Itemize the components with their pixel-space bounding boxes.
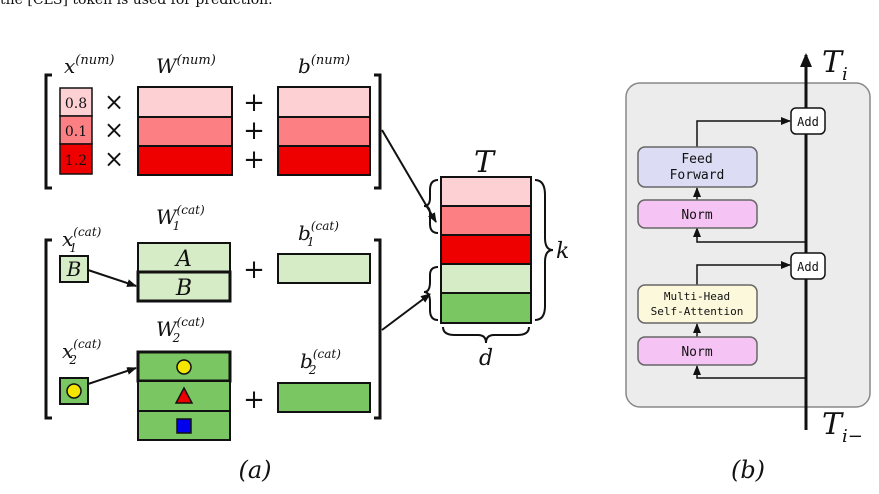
t-row [440,205,532,236]
x1-to-w1-arrow [87,269,137,287]
num-right-bracket [374,73,382,190]
stream-to-norm-arrow [693,227,806,243]
x1-cat-value-box [59,255,89,283]
x-num-value: 1.2 [65,153,87,169]
x2-cat-label: x(cat)2 [62,337,102,367]
t-left-brace-num [423,179,439,234]
ff-to-add-arrow [696,117,791,148]
b2-cat-row [277,382,371,413]
plus-sign: + [243,88,265,118]
output-label: Ti [822,45,848,85]
feed-forward-label: Feed [681,152,712,167]
add-label: Add [797,260,819,274]
x-num-value: 0.1 [65,124,87,140]
panel-b-caption: (b) [731,456,765,484]
mhsa-to-add-arrow [696,261,791,286]
plus-sign: + [243,385,265,415]
w1-cat-row-label: A [174,247,192,272]
d-label: d [479,346,493,371]
t-row [440,176,532,207]
b1-cat-label: b(cat)1 [298,219,339,249]
w1-cat-label: W(cat)1 [156,203,205,233]
mhsa-label: Multi-Head [664,290,730,303]
x-num-label: x(num) [64,53,115,78]
b-num-row [277,86,371,118]
t-label: T [474,145,496,180]
yellow-circle-icon [176,359,192,375]
b1-cat-row [277,253,371,284]
t-bottom-brace [442,326,530,344]
cat-right-bracket [374,238,382,420]
w-num-row [137,116,233,147]
cat-to-t-arrow [381,293,431,331]
x-num-value-box [59,143,93,175]
feed-forward-block [637,146,758,188]
input-label: Ti− [822,407,863,447]
add-node-bottom [790,252,826,280]
b2-cat-label: b(cat)2 [300,347,341,377]
add-node-top [790,107,826,135]
mhsa-block [637,284,758,324]
cat-left-bracket [44,238,52,420]
w1-cat-row-selected [136,270,232,303]
t-row [440,292,532,324]
plus-sign: + [243,255,265,285]
red-triangle-icon [174,386,194,404]
b-num-row [277,116,371,147]
norm-label: Norm [681,345,712,360]
w2-cat-row-selected [136,350,232,383]
k-label: k [556,239,569,264]
num-left-bracket [44,73,52,190]
w2-cat-label: W(cat)2 [156,315,205,345]
x1-cat-label: x(cat)1 [62,225,102,255]
x-num-value: 0.8 [65,96,87,112]
t-left-brace-cat [423,266,439,321]
plus-sign: + [243,145,265,175]
t-right-brace [534,179,554,321]
w-num-label: W(num) [156,53,216,78]
times-sign: × [104,88,124,116]
yellow-circle-icon [66,383,82,399]
norm-label: Norm [681,208,712,223]
t-row [440,263,532,294]
x2-to-w2-arrow [87,367,137,385]
times-sign: × [104,116,124,144]
w-num-row [137,145,233,176]
w-num-row [137,86,233,118]
top-caption: the [CLS] token is used for prediction. [0,0,273,8]
b-num-row [277,145,371,176]
t-row [440,234,532,265]
panel-b: Add Add Feed Forward Norm Multi-Head Sel… [625,45,871,484]
times-sign: × [104,145,124,173]
add-label: Add [797,115,819,129]
panel-a-caption: (a) [238,456,271,484]
blue-square-icon [176,418,192,434]
panel-a: x(num) W(num) b(num) 0.8 0.1 1.2 × × × +… [44,53,569,484]
x1-cat-value: B [66,257,82,281]
plus-sign: + [243,116,265,146]
mhsa-label: Self-Attention [651,305,744,318]
b-num-label: b(num) [298,53,350,78]
w1-cat-row-label: B [175,276,192,301]
norm-block-top [637,199,758,229]
input-to-norm-arrow [693,365,806,379]
norm-block-bottom [637,336,758,366]
feed-forward-label: Forward [670,168,725,183]
